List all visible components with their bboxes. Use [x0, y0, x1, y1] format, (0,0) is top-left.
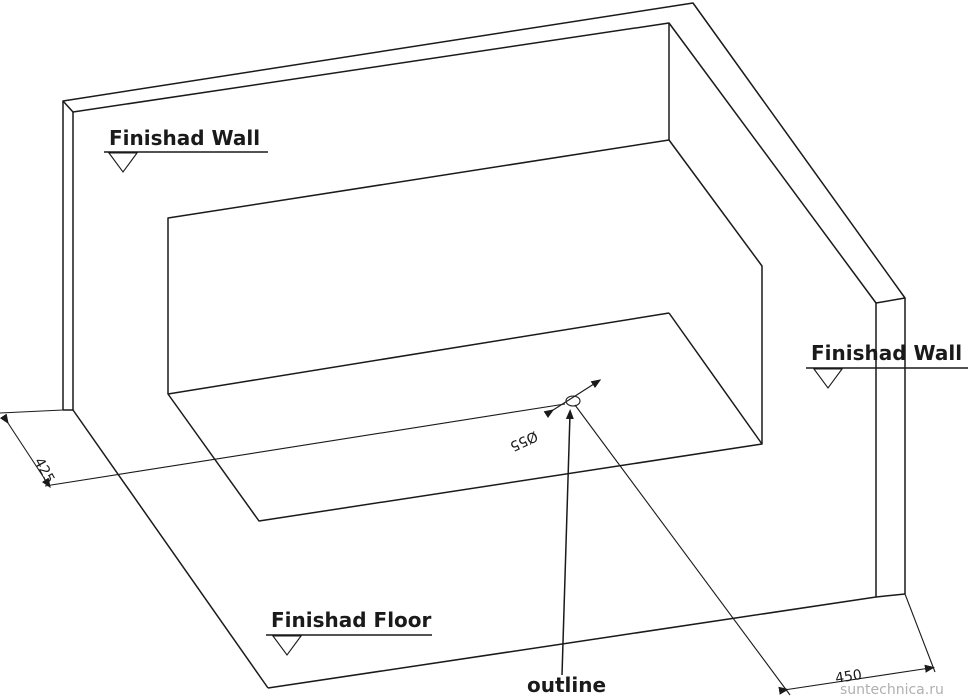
drain: Ø55	[507, 379, 602, 454]
floor-label-text: Finishad Floor	[271, 608, 432, 632]
floor-plane	[72, 409, 906, 689]
bathtub-outline	[167, 139, 763, 522]
dimension-450: 450	[574, 404, 936, 696]
level-marker-floor	[271, 635, 303, 656]
level-marker-left	[107, 152, 139, 173]
wall-label-left: Finishad Wall	[104, 126, 268, 173]
floor-label: Finishad Floor	[266, 608, 432, 656]
dimension-425-label: 425	[31, 455, 58, 486]
dimension-425: 425	[0, 403, 566, 489]
back-wall	[62, 2, 906, 411]
level-marker-right	[812, 368, 844, 389]
wall-label-left-text: Finishad Wall	[109, 126, 260, 150]
drain-diameter-label: Ø55	[507, 427, 540, 454]
outline-pointer: outline	[527, 409, 606, 697]
wall-label-right-text: Finishad Wall	[811, 341, 962, 365]
outline-label: outline	[527, 673, 606, 697]
watermark: suntechnica.ru	[840, 682, 944, 698]
wall-label-right: Finishad Wall	[806, 341, 968, 389]
dimension-450-label: 450	[834, 667, 863, 687]
right-wall	[875, 298, 906, 597]
